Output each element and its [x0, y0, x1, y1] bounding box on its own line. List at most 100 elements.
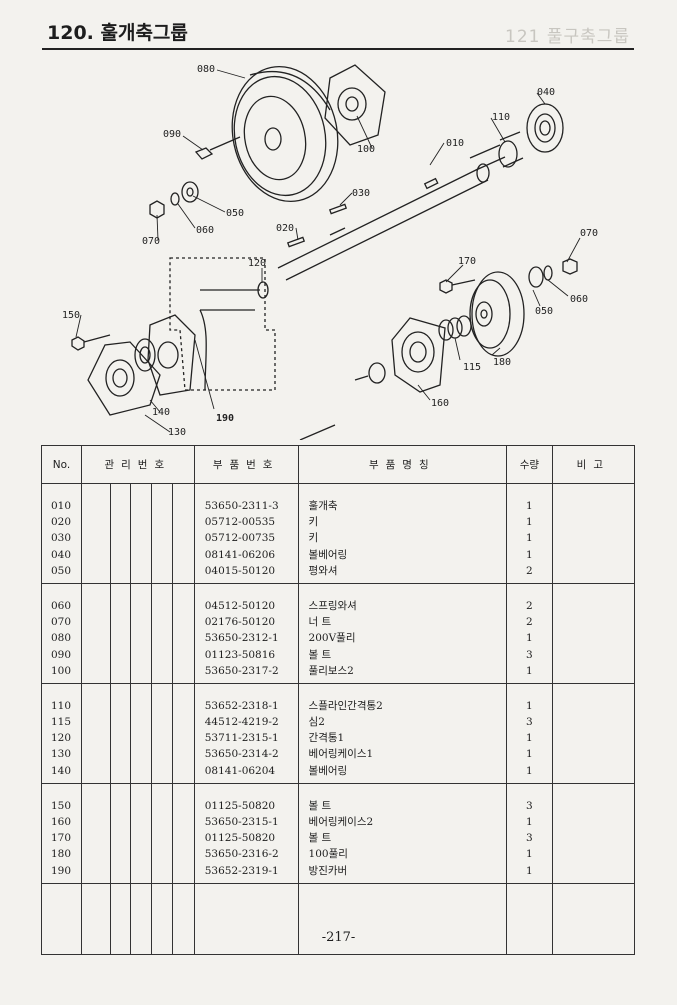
part-number-column-cell: 53711-2315-1	[204, 732, 279, 745]
note-column	[551, 783, 636, 884]
item-no-column-cell: 100	[51, 664, 72, 677]
part-name-column-cell: 심2	[308, 716, 325, 729]
callout-090: 090	[163, 129, 181, 140]
item-no-column-cell: 020	[51, 516, 72, 529]
item-no-column-cell: 130	[51, 748, 72, 761]
callout-180: 180	[493, 357, 511, 368]
part-name-column-cell: 베어링케이스2	[308, 816, 374, 828]
part-name-column-cell: 볼베어링	[308, 764, 348, 777]
mgmt-no-column	[151, 683, 173, 784]
callout-170: 170	[458, 256, 476, 267]
part-name-column-cell: 스플라인간격통2	[308, 699, 383, 712]
callout-030: 030	[352, 188, 370, 199]
item-no-column-cell: 140	[51, 764, 72, 777]
quantity-column-cell: 1	[526, 632, 533, 645]
callout-050: 050	[226, 208, 244, 219]
empty-cell	[193, 883, 299, 955]
mgmt-no-column	[130, 683, 153, 784]
part-number-column-cell: 01125-50820	[204, 832, 276, 845]
callout-130: 130	[168, 427, 186, 438]
item-no-column-cell: 190	[51, 864, 72, 877]
title-rule	[42, 48, 634, 50]
note-column	[551, 483, 636, 584]
part-number-column-cell: 08141-06204	[204, 764, 276, 777]
quantity-column-cell: 1	[526, 848, 533, 861]
header-part-no: 부품번호	[193, 445, 299, 484]
mgmt-no-column	[80, 483, 111, 584]
item-no-column-cell: 170	[51, 832, 72, 845]
item-no-column-cell: 010	[51, 500, 72, 512]
part-number-column-cell: 53650-2312-1	[204, 632, 279, 645]
empty-cell	[41, 883, 82, 955]
item-no-column-cell: 090	[51, 648, 72, 661]
quantity-column-cell: 1	[526, 748, 533, 761]
part-number-column-cell: 53650-2317-2	[204, 664, 279, 677]
part-name-column-cell: 볼베어링	[308, 548, 348, 561]
mgmt-no-column	[80, 583, 111, 684]
part-name-column-cell: 훌개축	[308, 500, 338, 512]
mgmt-no-column	[109, 783, 132, 884]
quantity-column-cell: 3	[526, 799, 533, 812]
callout-010: 010	[446, 138, 464, 149]
note-column	[551, 683, 636, 784]
part-name-column-cell: 너 트	[308, 616, 332, 629]
callout-080: 080	[197, 64, 215, 75]
part-name-column-cell: 키	[308, 516, 319, 529]
quantity-column-cell: 1	[526, 548, 533, 561]
mgmt-no-column	[80, 683, 111, 784]
quantity-column-cell: 1	[526, 732, 533, 745]
part-name-column-cell: 평와셔	[308, 564, 338, 577]
part-name-column-cell: 키	[308, 532, 319, 545]
part-name-column-cell: 200V풀리	[308, 632, 356, 645]
mgmt-no-column	[171, 583, 195, 684]
callout-040: 040	[537, 87, 555, 98]
exploded-parts-diagram: 080 090 050 060 070 100 030 020 010 110 …	[62, 64, 598, 440]
part-number-column-cell: 04512-50120	[204, 599, 276, 612]
quantity-column-cell: 1	[526, 500, 533, 512]
callout-070: 070	[142, 236, 160, 247]
header-part-name: 부품명칭	[297, 445, 508, 484]
part-number-column-cell: 53652-2318-1	[204, 699, 279, 712]
mgmt-no-column	[151, 483, 173, 584]
quantity-column-cell: 3	[526, 716, 533, 729]
item-no-column-cell: 070	[51, 616, 72, 629]
empty-cell	[297, 883, 508, 955]
quantity-column-cell: 3	[526, 832, 533, 845]
part-name-column-cell: 간격통1	[308, 732, 345, 745]
callout-160: 160	[431, 398, 449, 409]
quantity-column-cell: 1	[526, 864, 533, 877]
item-no-column-cell: 160	[51, 816, 72, 828]
callout-020: 020	[276, 223, 294, 234]
part-number-column-cell: 53650-2315-1	[204, 816, 279, 828]
part-name-column-cell: 볼 트	[308, 648, 332, 661]
mgmt-no-column	[130, 483, 153, 584]
callout-060: 060	[196, 225, 214, 236]
part-name-column-cell: 풀리보스2	[308, 664, 354, 677]
quantity-column-cell: 2	[526, 616, 533, 629]
mgmt-no-column	[171, 483, 195, 584]
header-qty: 수량	[506, 445, 553, 484]
page-number: -217-	[321, 930, 356, 945]
part-name-column-cell: 볼 트	[308, 799, 332, 812]
part-name-column-cell: 스프링와셔	[308, 599, 357, 612]
quantity-column-cell: 2	[526, 599, 533, 612]
empty-cell	[80, 883, 111, 955]
mgmt-no-column	[171, 783, 195, 884]
header-mgmt-no: 관리번호	[80, 445, 195, 484]
